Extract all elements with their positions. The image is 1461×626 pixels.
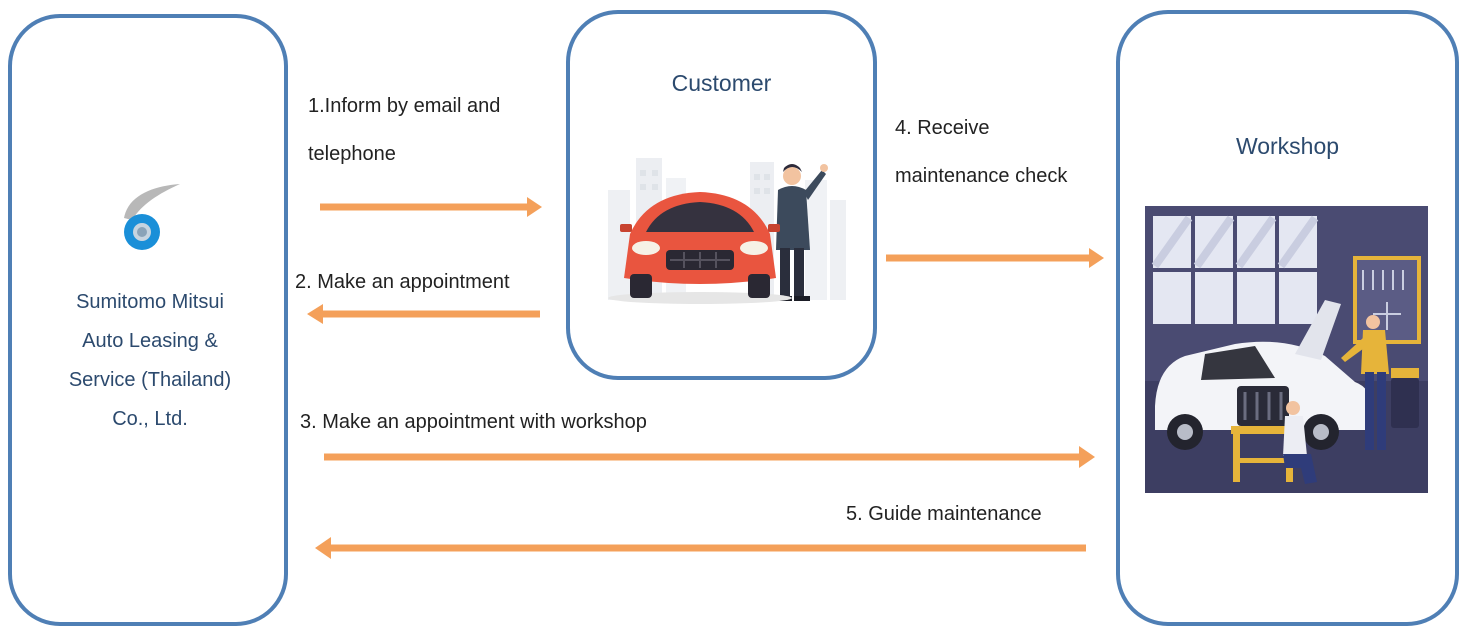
step1-label-line: 1.Inform by email and <box>308 95 501 117</box>
step2-label: 2. Make an appointment <box>295 271 510 293</box>
step4-label: 4. Receive maintenance check <box>895 104 1067 200</box>
customer-with-car-illustration <box>608 158 846 304</box>
company-name: Sumitomo Mitsui Auto Leasing & Service (… <box>20 283 280 439</box>
step1-label: 1.Inform by email and telephone <box>308 82 500 178</box>
company-name-line: Auto Leasing & <box>82 330 218 352</box>
step4-label-line: 4. Receive <box>895 117 990 139</box>
mechanics-repairing-car-illustration <box>1145 206 1428 493</box>
arrow-step5 <box>315 537 1086 559</box>
workshop-title: Workshop <box>1235 133 1340 159</box>
company-logo-icon <box>124 184 180 250</box>
arrow-step3 <box>324 446 1095 468</box>
step4-label-line: maintenance check <box>895 165 1068 187</box>
step3-label: 3. Make an appointment with workshop <box>300 411 647 433</box>
customer-title: Customer <box>671 70 772 96</box>
arrow-step4 <box>886 248 1104 268</box>
arrow-step2 <box>307 304 540 324</box>
company-box <box>8 14 288 626</box>
arrow-step1 <box>320 197 542 217</box>
company-name-line: Sumitomo Mitsui <box>76 291 224 313</box>
step1-label-line: telephone <box>308 143 396 165</box>
company-name-line: Co., Ltd. <box>112 408 188 430</box>
step5-label: 5. Guide maintenance <box>846 503 1042 525</box>
company-name-line: Service (Thailand) <box>68 369 232 391</box>
